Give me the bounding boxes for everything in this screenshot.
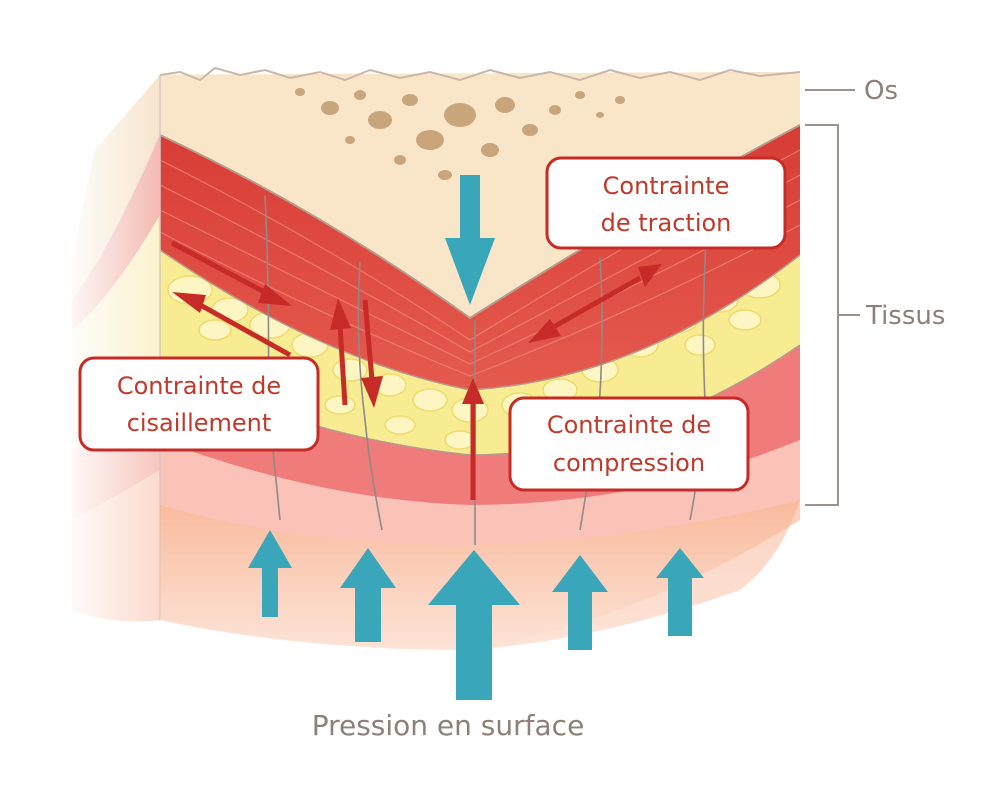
tissue-bracket <box>805 124 860 506</box>
stress-arrows <box>170 240 662 500</box>
shear-line-1: Contrainte de <box>117 372 281 400</box>
bone-pressure-arrow <box>445 175 495 305</box>
traction-line-1: Contrainte <box>603 172 730 200</box>
skin-layer <box>160 440 800 545</box>
shear-box: Contrainte de cisaillement <box>78 356 320 452</box>
pressure-arrow <box>340 548 396 642</box>
traction-line-2: de traction <box>601 209 732 237</box>
pressure-arrow <box>656 548 704 636</box>
traction-box: Contrainte de traction <box>545 156 787 250</box>
bone-pores <box>295 88 625 194</box>
tissue-label: Tissus <box>865 301 945 331</box>
bone-label: Os <box>864 76 898 106</box>
surface-pressure-arrows <box>248 530 704 700</box>
surface-pressure-label: Pression en surface <box>312 709 585 742</box>
pressure-arrow <box>552 555 608 650</box>
compression-line-2: compression <box>553 449 705 477</box>
block-side-face <box>60 70 170 630</box>
pressure-arrow <box>428 550 520 700</box>
compression-box: Contrainte de compression <box>508 396 750 492</box>
shear-line-2: cisaillement <box>127 409 272 437</box>
muscle-layer <box>160 125 800 390</box>
pressure-arrow <box>248 530 292 617</box>
bone-top-edge <box>159 66 801 82</box>
compression-line-1: Contrainte de <box>547 411 711 439</box>
